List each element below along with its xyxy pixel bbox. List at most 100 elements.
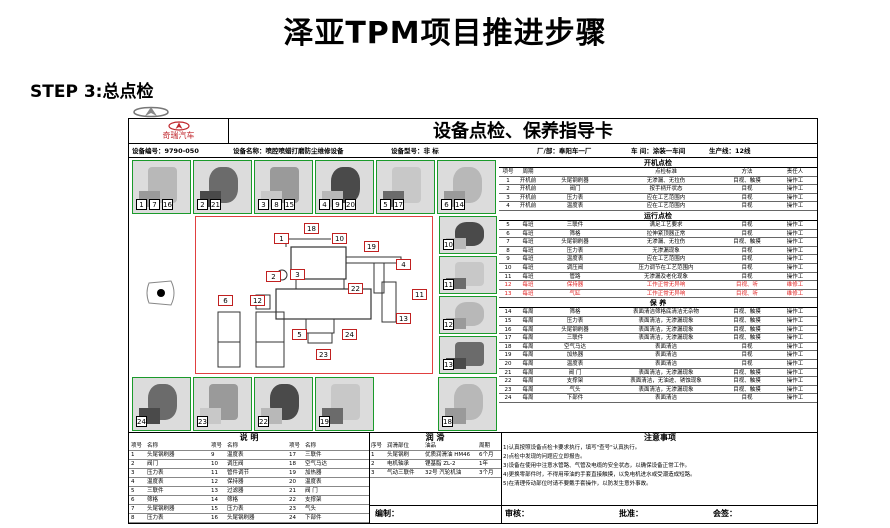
- legend-cell: 10: [211, 461, 218, 467]
- table-cell: 维修工: [786, 290, 804, 297]
- legend-cell: 阀 门: [305, 488, 318, 494]
- lube-cell: 油品: [425, 443, 437, 449]
- table-cell: 无渗漏、无拉伤: [646, 239, 686, 246]
- photo-callout-number: 20: [345, 199, 356, 210]
- legend-cell: 15: [211, 506, 218, 512]
- photo-callout-number: 5: [380, 199, 391, 210]
- photo-callout-number: 12: [443, 319, 454, 330]
- lube-cell: 6个月: [479, 452, 494, 458]
- table-cell: 目视: [741, 247, 753, 254]
- legend-cell: 筛格: [147, 497, 159, 503]
- lube-cell: 周期: [479, 443, 491, 449]
- table-cell: 操作工: [786, 222, 804, 228]
- diagram-callout-number: 23: [316, 349, 331, 360]
- table-cell: 操作工: [786, 318, 804, 324]
- diagram-callout-number: 12: [250, 295, 265, 306]
- diagram-callout-number: 19: [364, 241, 379, 252]
- table-cell: 表面清洁: [654, 343, 677, 350]
- table-section-heading: 保 养: [499, 298, 817, 309]
- table-cell: 支撑架: [566, 378, 584, 385]
- legend-cell: 22: [289, 497, 296, 503]
- legend-row: 项号名称项号名称项号名称: [129, 442, 369, 451]
- equipment-photo: 13: [439, 336, 497, 374]
- table-cell: 11: [504, 273, 512, 280]
- table-cell: 目视、触摸: [733, 177, 761, 184]
- table-cell: 每班: [522, 230, 534, 237]
- table-cell: 无渗漏现象: [652, 247, 680, 254]
- table-cell: 操作工: [786, 369, 804, 376]
- table-cell: 点检标准: [654, 169, 677, 175]
- legend-title: 说 明: [239, 433, 259, 442]
- table-cell: 6: [506, 230, 510, 237]
- lube-cell: 3: [371, 470, 375, 476]
- card-brand: 奇瑞汽车: [129, 119, 229, 144]
- table-cell: 目视、触摸: [733, 386, 761, 393]
- sign-prepare: 编制：: [375, 509, 399, 518]
- diagram-callout-number: 18: [304, 223, 319, 234]
- table-cell: 每班: [522, 247, 534, 254]
- table-cell: 操作工: [786, 335, 804, 342]
- sign-review: 审核：: [505, 509, 529, 518]
- table-cell: 管路: [569, 273, 581, 280]
- legend-cell: 阀门: [147, 461, 159, 467]
- table-cell: 操作工: [786, 378, 804, 385]
- table-cell: 目视、触摸: [733, 309, 761, 316]
- photo-shape: [445, 317, 467, 330]
- equipment-photo: 12: [439, 296, 497, 334]
- table-cell: 目视: [741, 352, 753, 359]
- table-cell: 15: [504, 318, 512, 324]
- table-cell: 表面清洁，无渗漏现象: [638, 326, 694, 333]
- table-cell: 19: [504, 352, 512, 359]
- table-cell: 16: [504, 326, 512, 333]
- divider: [369, 433, 370, 523]
- photo-callout-number: 10: [443, 239, 454, 250]
- legend-cell: 项号: [289, 443, 301, 449]
- photo-callout-number: 15: [284, 199, 295, 210]
- note-item: 4)更换零部件时，不得用带油的手套直接触摸，以免电机进水或受潮造成短路。: [503, 472, 696, 478]
- table-cell: 应在工艺范围内: [646, 194, 686, 201]
- lube-cell: 3个月: [479, 470, 494, 476]
- table-cell: 14: [504, 309, 512, 316]
- table-cell: 每周: [522, 309, 534, 316]
- table-cell: 13: [504, 290, 512, 297]
- table-cell: 操作工: [786, 230, 804, 237]
- photo-callout-number: 21: [210, 199, 221, 210]
- equipment-photo: 24: [132, 377, 191, 431]
- table-cell: 每班: [522, 239, 534, 246]
- table-cell: 头尾钢刷器: [561, 177, 589, 184]
- table-cell: 操作工: [786, 386, 804, 393]
- table-cell: 4: [506, 203, 510, 210]
- diagram-callout-number: 6: [218, 295, 233, 306]
- table-cell: 阀门: [569, 186, 581, 193]
- table-cell: 目视、触摸: [733, 369, 761, 376]
- photo-callout-number: 17: [393, 199, 404, 210]
- table-cell: 每班: [522, 282, 534, 289]
- diagram-callout-number: 3: [290, 269, 305, 280]
- table-cell: 三联件: [566, 335, 584, 342]
- table-cell: 3: [506, 194, 510, 201]
- table-cell: 开机前: [519, 203, 537, 210]
- table-cell: 表面清洁: [654, 395, 677, 402]
- legend-cell: 头尾钢刷器: [147, 452, 175, 458]
- table-cell: 表面清洁，无油迹、锈蚀现象: [630, 378, 702, 385]
- table-cell: 24: [504, 395, 512, 402]
- table-cell: 12: [504, 282, 512, 289]
- legend-cell: 空气马达: [305, 461, 328, 467]
- legend-cell: 13: [211, 488, 218, 494]
- legend-cell: 过滤器: [227, 488, 244, 494]
- table-cell: 操作工: [786, 194, 804, 201]
- table-cell: 操作工: [786, 309, 804, 316]
- legend-cell: 11: [211, 470, 218, 476]
